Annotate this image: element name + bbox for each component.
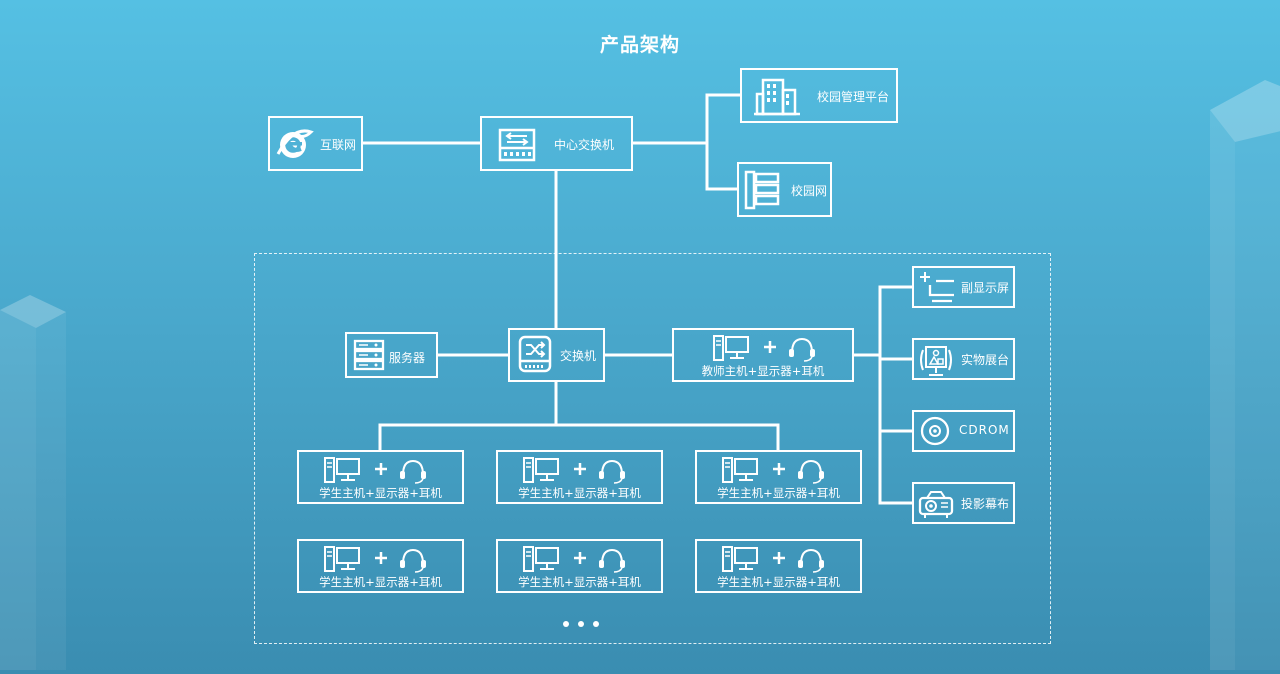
student-node: 学生主机+显示器+耳机 bbox=[297, 539, 464, 593]
student-node: 学生主机+显示器+耳机 bbox=[496, 450, 663, 504]
switch-node: 交换机 bbox=[508, 328, 605, 382]
cdrom-label: CDROM bbox=[959, 423, 1010, 437]
internet-node: 互联网 bbox=[268, 116, 363, 171]
core-switch-icon bbox=[498, 128, 536, 162]
pc-headset-icon bbox=[713, 335, 815, 362]
visualizer-icon bbox=[920, 346, 952, 376]
server-node: 服务器 bbox=[345, 332, 438, 378]
student-node: 学生主机+显示器+耳机 bbox=[297, 450, 464, 504]
visualizer-label: 实物展台 bbox=[961, 353, 1010, 367]
network-rack-icon bbox=[744, 170, 780, 210]
sub-display-icon bbox=[920, 272, 954, 303]
visualizer-node: 实物展台 bbox=[912, 338, 1015, 380]
decor-cube-left bbox=[0, 295, 66, 670]
core-switch-node: 中心交换机 bbox=[480, 116, 633, 171]
student-label: 学生主机+显示器+耳机 bbox=[717, 575, 840, 589]
server-label: 服务器 bbox=[389, 351, 426, 365]
sub-display-label: 副显示屏 bbox=[961, 281, 1010, 295]
switch-label: 交换机 bbox=[560, 349, 597, 363]
switch-icon bbox=[518, 335, 552, 373]
student-node: 学生主机+显示器+耳机 bbox=[695, 450, 862, 504]
building-icon bbox=[754, 78, 800, 116]
pc-headset-icon bbox=[721, 456, 826, 485]
classroom-area bbox=[254, 253, 1051, 644]
student-node: 学生主机+显示器+耳机 bbox=[496, 539, 663, 593]
cdrom-node: CDROM bbox=[912, 410, 1015, 452]
projector-icon bbox=[918, 491, 954, 518]
sub-display-node: 副显示屏 bbox=[912, 266, 1015, 308]
pc-headset-icon bbox=[522, 456, 627, 485]
pc-headset-icon bbox=[323, 545, 428, 574]
projector-label: 投影幕布 bbox=[961, 497, 1010, 511]
student-label: 学生主机+显示器+耳机 bbox=[319, 486, 442, 500]
pc-headset-icon bbox=[323, 456, 428, 485]
student-label: 学生主机+显示器+耳机 bbox=[518, 575, 641, 589]
student-label: 学生主机+显示器+耳机 bbox=[319, 575, 442, 589]
teacher-node: 教师主机+显示器+耳机 bbox=[672, 328, 854, 382]
teacher-label: 教师主机+显示器+耳机 bbox=[701, 364, 825, 378]
decor-cube-right bbox=[1210, 80, 1280, 670]
campus-platform-node: 校园管理平台 bbox=[740, 68, 898, 123]
ie-browser-icon bbox=[276, 129, 314, 158]
server-icon bbox=[353, 339, 385, 371]
student-label: 学生主机+显示器+耳机 bbox=[717, 486, 840, 500]
pc-headset-icon bbox=[522, 545, 627, 574]
page-title: 产品架构 bbox=[599, 34, 680, 56]
campus-platform-label: 校园管理平台 bbox=[817, 90, 890, 104]
campus-network-node: 校园网 bbox=[737, 162, 832, 217]
more-ellipsis-icon bbox=[563, 621, 599, 627]
student-label: 学生主机+显示器+耳机 bbox=[518, 486, 641, 500]
internet-label: 互联网 bbox=[320, 138, 357, 152]
pc-headset-icon bbox=[721, 545, 826, 574]
core-switch-label: 中心交换机 bbox=[554, 138, 615, 152]
campus-network-label: 校园网 bbox=[791, 184, 828, 198]
student-node: 学生主机+显示器+耳机 bbox=[695, 539, 862, 593]
cd-disc-icon bbox=[920, 416, 950, 446]
projector-node: 投影幕布 bbox=[912, 482, 1015, 524]
